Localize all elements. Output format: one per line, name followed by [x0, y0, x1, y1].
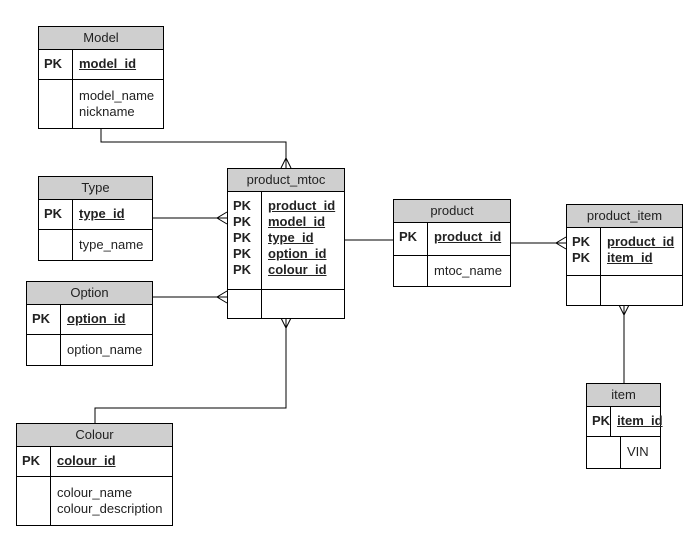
- entity-item: item PK item_id VIN: [586, 383, 663, 469]
- entity-product: product PK product_id mtoc_name: [393, 199, 511, 287]
- pk-field: type_id: [79, 206, 125, 221]
- pk-label: PK: [233, 198, 252, 213]
- pk-section: PK item_id: [587, 407, 663, 437]
- pk-label: PK: [233, 214, 252, 229]
- pk-field: item_id: [607, 250, 653, 265]
- pk-label: PK: [44, 206, 63, 221]
- pk-field: model_id: [268, 214, 326, 229]
- attribute-field: VIN: [627, 444, 649, 459]
- pk-field: colour_id: [57, 453, 116, 468]
- pk-field: option_id: [268, 246, 327, 261]
- entity-title: Type: [39, 177, 152, 200]
- crowfoot-product-productitem: [555, 236, 567, 250]
- attribute-field: colour_name: [57, 485, 133, 500]
- attribute-section: mtoc_name: [394, 256, 510, 286]
- pk-field: colour_id: [268, 262, 327, 277]
- pk-label: PK: [233, 230, 252, 245]
- pk-label: PK: [233, 246, 252, 261]
- entity-title: Colour: [17, 424, 172, 447]
- pk-field: product_id: [434, 229, 502, 244]
- pk-label: PK: [572, 234, 591, 249]
- entity-product-mtoc: product_mtoc PK PK PK PK PK product_id m…: [227, 168, 345, 319]
- attribute-field: option_name: [67, 342, 143, 357]
- attribute-section: model_name nickname: [39, 80, 163, 128]
- entity-option: Option PK option_id option_name: [26, 281, 153, 366]
- pk-label: PK: [44, 56, 63, 71]
- entity-model: Model PK model_id model_name nickname: [38, 26, 164, 129]
- pk-field: product_id: [268, 198, 336, 213]
- pk-section: PK option_id: [27, 305, 152, 335]
- entity-title: product: [394, 200, 510, 223]
- pk-field: product_id: [607, 234, 675, 249]
- pk-section: PK PK PK PK PK product_id model_id type_…: [228, 192, 344, 290]
- rel-model-mtoc: [100, 128, 287, 168]
- attribute-field: mtoc_name: [434, 263, 502, 278]
- entity-title: Option: [27, 282, 152, 305]
- attribute-field: nickname: [79, 104, 135, 119]
- attribute-section: option_name: [27, 335, 152, 365]
- entity-colour: Colour PK colour_id colour_name colour_d…: [16, 423, 173, 526]
- entity-title: Model: [39, 27, 163, 50]
- pk-label: PK: [32, 311, 51, 326]
- attribute-section: colour_name colour_description: [17, 477, 172, 525]
- pk-label: PK: [22, 453, 41, 468]
- attribute-field: colour_description: [57, 501, 163, 516]
- rel-colour-mtoc: [94, 318, 287, 423]
- pk-label: PK: [592, 413, 611, 428]
- crowfoot-model-mtoc: [280, 156, 292, 169]
- attribute-section: VIN: [587, 437, 660, 468]
- pk-section: PK product_id: [394, 223, 510, 256]
- pk-label: PK: [399, 229, 418, 244]
- attribute-section: [228, 290, 344, 318]
- pk-section: PK colour_id: [17, 447, 172, 477]
- pk-section: PK PK product_id item_id: [567, 228, 682, 276]
- pk-field: option_id: [67, 311, 126, 326]
- pk-label: PK: [572, 250, 591, 265]
- entity-title: item: [587, 384, 660, 407]
- pk-label: PK: [233, 262, 252, 277]
- crowfoot-type-mtoc: [216, 211, 228, 225]
- attribute-field: type_name: [79, 237, 144, 252]
- crowfoot-option-mtoc: [216, 290, 228, 304]
- attribute-field: model_name: [79, 88, 155, 103]
- pk-field: model_id: [79, 56, 137, 71]
- pk-field: type_id: [268, 230, 314, 245]
- pk-field: item_id: [617, 413, 663, 428]
- entity-type: Type PK type_id type_name: [38, 176, 153, 261]
- pk-section: PK model_id: [39, 50, 163, 80]
- crowfoot-item-productitem: [618, 304, 630, 317]
- entity-title: product_item: [567, 205, 682, 228]
- attribute-section: [567, 276, 682, 305]
- attribute-section: type_name: [39, 230, 152, 260]
- entity-title: product_mtoc: [228, 169, 344, 192]
- crowfoot-colour-mtoc: [280, 317, 292, 330]
- entity-product-item: product_item PK PK product_id item_id: [566, 204, 683, 306]
- pk-section: PK type_id: [39, 200, 152, 230]
